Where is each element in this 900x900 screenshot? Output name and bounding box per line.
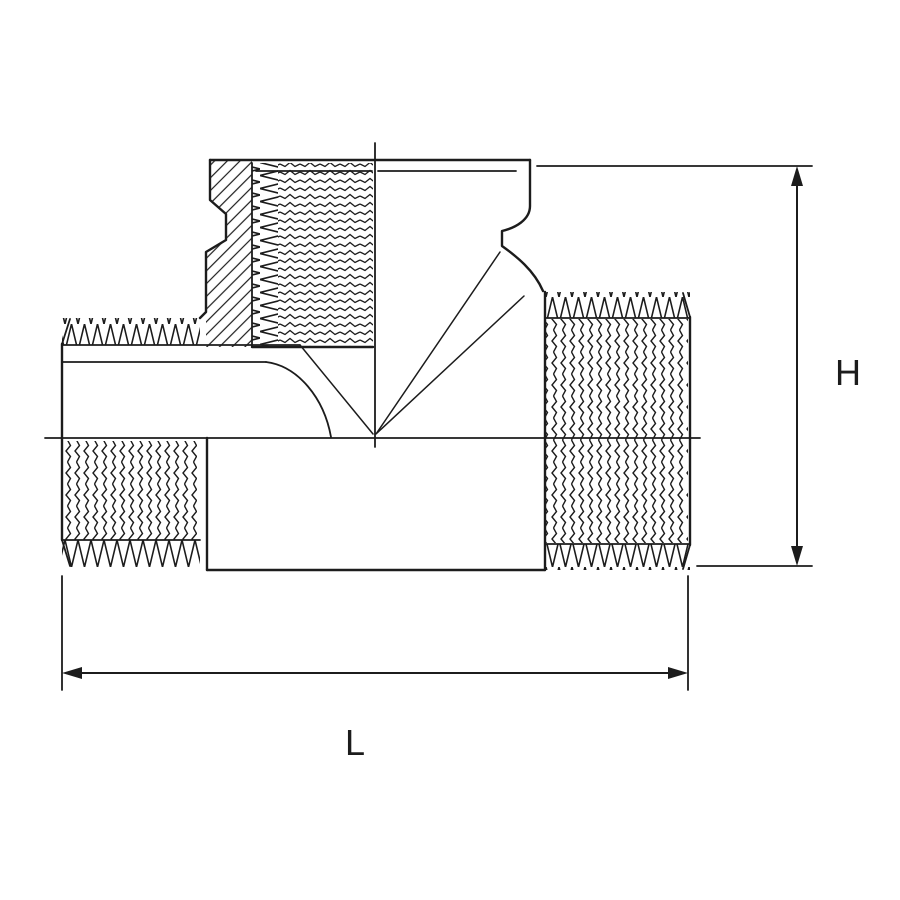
- thread-runout-cone: [299, 344, 374, 435]
- arrow-right-icon: [668, 667, 688, 679]
- top-branch: [198, 158, 545, 435]
- right-profile: [500, 158, 545, 293]
- arrow-left-icon: [62, 667, 82, 679]
- internal-thread-texture: [278, 163, 373, 347]
- end-chamfers: [61, 318, 71, 567]
- end-chamfers: [682, 292, 691, 570]
- cone-transition-lines: [375, 251, 525, 435]
- thread-root-lines: [544, 317, 691, 545]
- thread-crest-top: [62, 318, 200, 345]
- dimension-length: L: [61, 575, 689, 763]
- left-branch-male-thread: [60, 318, 332, 567]
- thread-texture: [546, 319, 688, 543]
- bore-curve: [265, 361, 332, 438]
- thread-crest-top: [545, 292, 690, 318]
- arrow-down-icon: [791, 546, 803, 566]
- bore-lines-section: [61, 344, 301, 363]
- dimension-label-h: H: [835, 352, 861, 393]
- dimension-label-l: L: [345, 722, 365, 763]
- section-hatching: [206, 161, 252, 347]
- internal-thread-profile: [252, 163, 278, 347]
- arrow-up-icon: [791, 166, 803, 186]
- thread-crest-bottom: [62, 540, 200, 567]
- thread-texture: [63, 441, 197, 540]
- thread-crest-bottom: [545, 544, 690, 570]
- body: [205, 436, 547, 572]
- dimension-height: H: [536, 165, 861, 567]
- right-branch-male-thread: [543, 290, 692, 572]
